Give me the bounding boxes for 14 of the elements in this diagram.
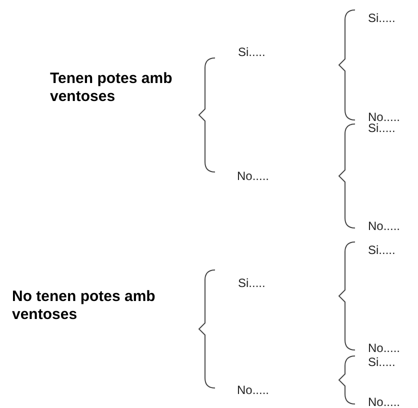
option-label: No..... bbox=[368, 110, 400, 124]
group-heading: Tenen potes amb ventoses bbox=[50, 70, 174, 106]
option-label: Si..... bbox=[368, 121, 396, 135]
option-label: No..... bbox=[368, 395, 400, 408]
option-label: No..... bbox=[237, 383, 270, 397]
option-label: Si..... bbox=[368, 243, 396, 257]
option-label: No..... bbox=[368, 341, 400, 355]
option-label: Si..... bbox=[238, 276, 266, 290]
option-label: Si..... bbox=[368, 355, 396, 369]
option-label: Si..... bbox=[238, 45, 266, 59]
option-label: No..... bbox=[237, 169, 270, 183]
option-label: Si..... bbox=[368, 11, 396, 25]
group-heading: No tenen potes amb ventoses bbox=[12, 288, 156, 324]
option-label: No..... bbox=[368, 219, 400, 233]
